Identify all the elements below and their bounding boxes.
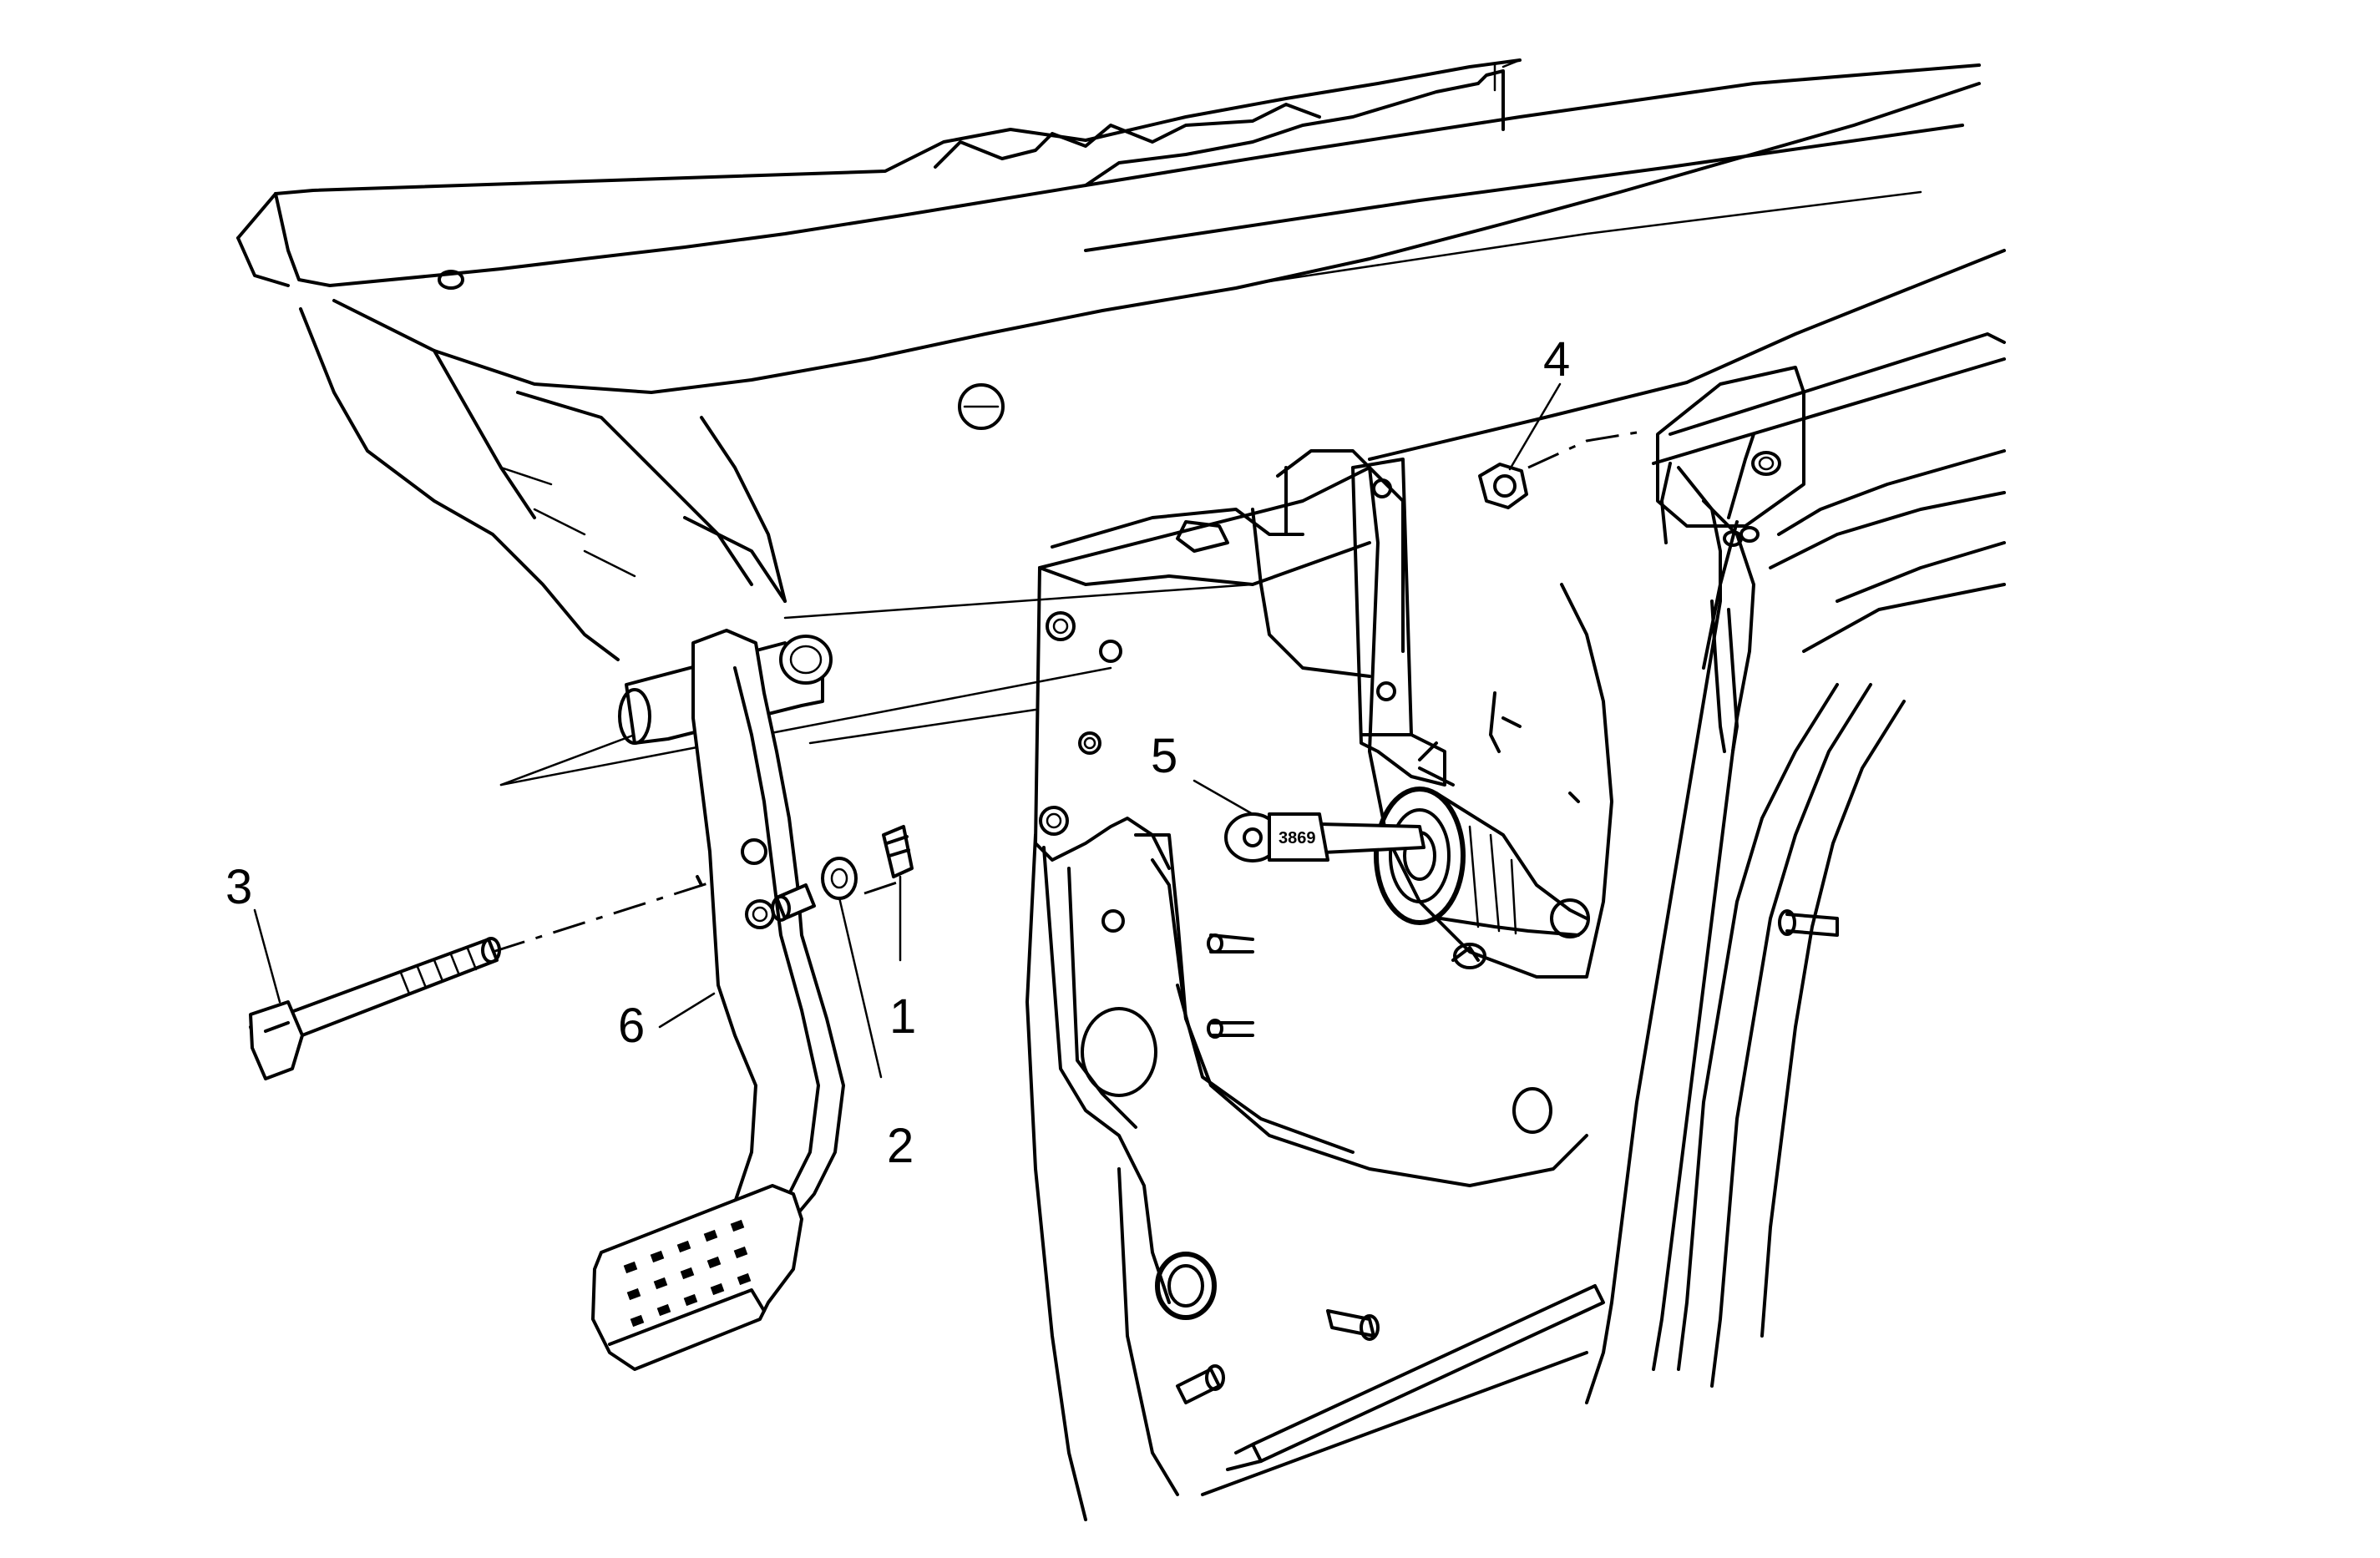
- bracket-fastener-lower: [1039, 806, 1069, 836]
- callout-4: 4: [1508, 332, 1570, 471]
- callout-label-1: 1: [889, 989, 916, 1044]
- bracket-fastener-middle: [1078, 731, 1101, 755]
- body-side-structure: [1201, 249, 2006, 1496]
- callout-6: 6: [618, 992, 716, 1053]
- callout-label-6: 6: [618, 999, 645, 1053]
- pedal-pad-grip-pattern: [623, 1219, 752, 1328]
- pivot-bolt: [249, 937, 501, 1080]
- clutch-pedal-arm: [591, 629, 845, 1371]
- pedal-bracket: [1025, 449, 1613, 1521]
- callout-label-3: 3: [225, 860, 252, 914]
- tool-number-marking: 3869: [1279, 829, 1316, 847]
- pedal-pad: [591, 1184, 803, 1371]
- pushrod-pin: [771, 883, 816, 922]
- callout-2: 2: [838, 896, 914, 1173]
- washer: [821, 857, 858, 900]
- retainer-clip: [882, 825, 914, 878]
- callout-1: 1: [889, 875, 916, 1044]
- instrument-panel-cross-member: [236, 58, 1981, 661]
- callout-label-5: 5: [1151, 729, 1177, 783]
- clutch-pedal-tool: 3869: [1224, 812, 1425, 862]
- bracket-fastener-upper: [1046, 611, 1076, 641]
- nut: [1478, 463, 1528, 509]
- callout-label-2: 2: [887, 1119, 914, 1173]
- callout-label-4: 4: [1543, 332, 1570, 387]
- clutch-master-cylinder: [1374, 787, 1590, 969]
- callout-3: 3: [225, 860, 281, 1004]
- callout-5: 5: [1151, 729, 1254, 816]
